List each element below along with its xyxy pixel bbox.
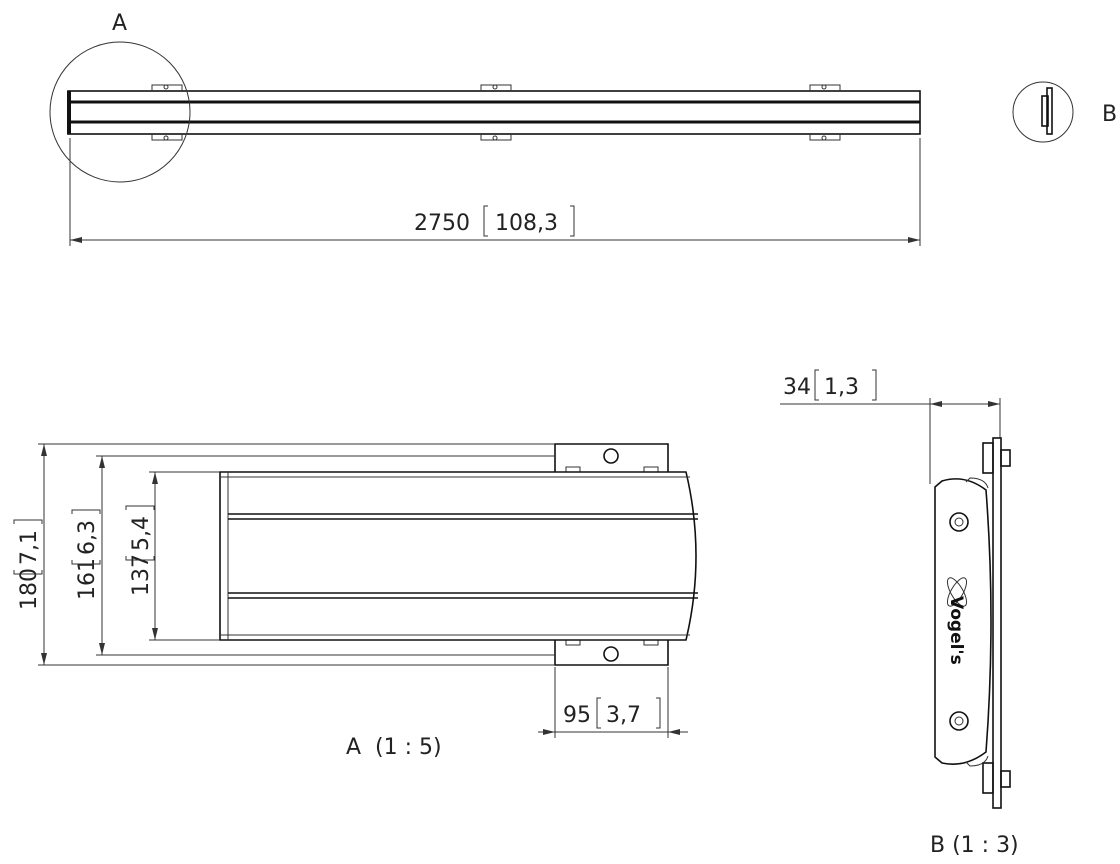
mounting-plate xyxy=(554,443,669,666)
height-dimension-180: 180 7,1 xyxy=(13,443,555,666)
dimension-in: 7,1 xyxy=(17,530,42,565)
detail-a-marker: A xyxy=(112,11,127,36)
dimension-mm: 161 xyxy=(75,558,100,600)
overview-view: A B 2750 108,3 xyxy=(49,11,1117,246)
detail-b-view: 34 1,3 Vogel's B (1 : 3) xyxy=(780,369,1019,858)
detail-a-view: 180 7,1 161 6,3 137 5,4 xyxy=(13,443,698,760)
detail-b-marker: B xyxy=(1102,102,1117,127)
dimension-in: 1,3 xyxy=(824,375,859,400)
bolt xyxy=(603,646,619,662)
height-dimension-161: 161 6,3 xyxy=(71,455,555,656)
bracket xyxy=(151,84,183,141)
dimension-in: 108,3 xyxy=(495,211,558,236)
bracket xyxy=(480,84,512,141)
rail-profile xyxy=(219,471,698,641)
dimension-mm: 95 xyxy=(563,703,591,728)
detail-b-title: B (1 : 3) xyxy=(930,833,1019,858)
wall-plate xyxy=(992,437,1002,809)
dimension-mm: 137 xyxy=(129,554,154,596)
width-dimension-95: 95 3,7 xyxy=(538,667,688,738)
bracket-body xyxy=(934,478,992,765)
dimension-mm: 180 xyxy=(17,568,42,610)
bracket-side-mini xyxy=(1041,87,1053,135)
screw xyxy=(949,711,969,731)
detail-b-circle xyxy=(1012,81,1074,143)
dimension-mm: 34 xyxy=(783,375,811,400)
rail-top-view xyxy=(67,84,921,141)
logo-text: Vogel's xyxy=(946,596,966,665)
detail-a-title: A (1 : 5) xyxy=(346,735,442,760)
detail-a-circle xyxy=(49,41,191,183)
length-dimension: 2750 108,3 xyxy=(69,138,921,246)
dimension-in: 6,3 xyxy=(75,520,100,555)
vogels-logo: Vogel's xyxy=(946,577,968,665)
dimension-mm: 2750 xyxy=(414,211,470,236)
height-dimension-137: 137 5,4 xyxy=(125,471,220,641)
screw xyxy=(949,512,969,532)
bracket xyxy=(809,84,841,141)
dimension-in: 5,4 xyxy=(129,516,154,551)
nut xyxy=(982,442,1011,474)
dimension-in: 3,7 xyxy=(606,703,641,728)
nut xyxy=(982,762,1011,794)
depth-dimension-34: 34 1,3 xyxy=(780,369,1001,484)
bolt xyxy=(603,448,619,464)
